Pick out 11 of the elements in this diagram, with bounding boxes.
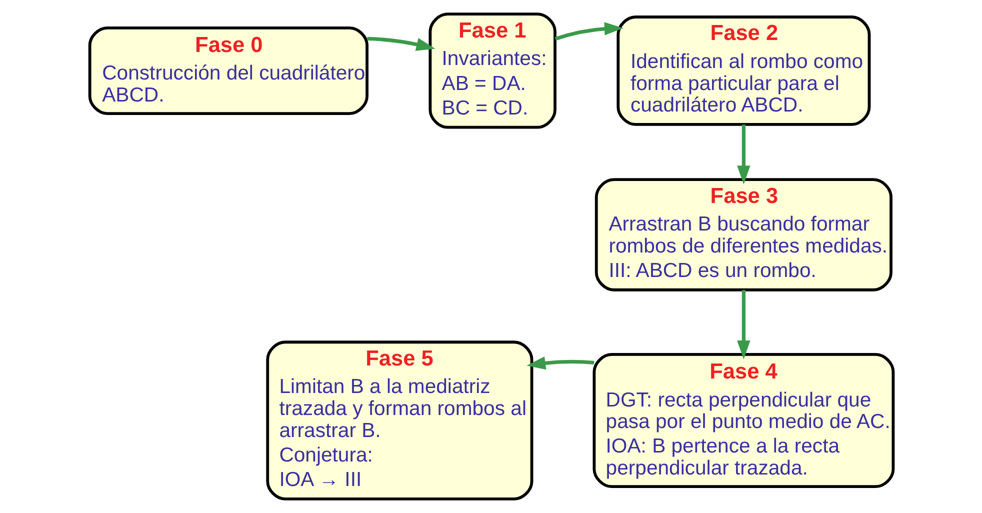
node-box: Fase 4 DGT: recta perpendicular que pasa por el punto medio de AC. IOA: B pertence a la recta perpendicular trazada. [592,353,894,488]
arrow [736,124,750,185]
node-box: Fase 0 Construcción del cuadrilátero ABCD. [88,26,368,115]
node-box: Fase 2 Identifican al rombo como forma particular para el cuadrilátero ABCD. [616,16,870,126]
arrow [526,356,594,370]
node-box: Fase 1 Invariantes: AB = DA. BC = CD. [428,12,556,129]
node-box: Fase 5 Limitan B a la mediatriz trazada y forman rombos al arrastrar B. Conjetura: IOA → III [266,340,533,500]
arrow [736,290,750,360]
node-box: Fase 3 Arrastran B buscando formar rombos de diferentes medidas. III: ABCD es un rombo. [594,178,892,292]
arrow [554,22,623,41]
arrow [366,36,435,51]
